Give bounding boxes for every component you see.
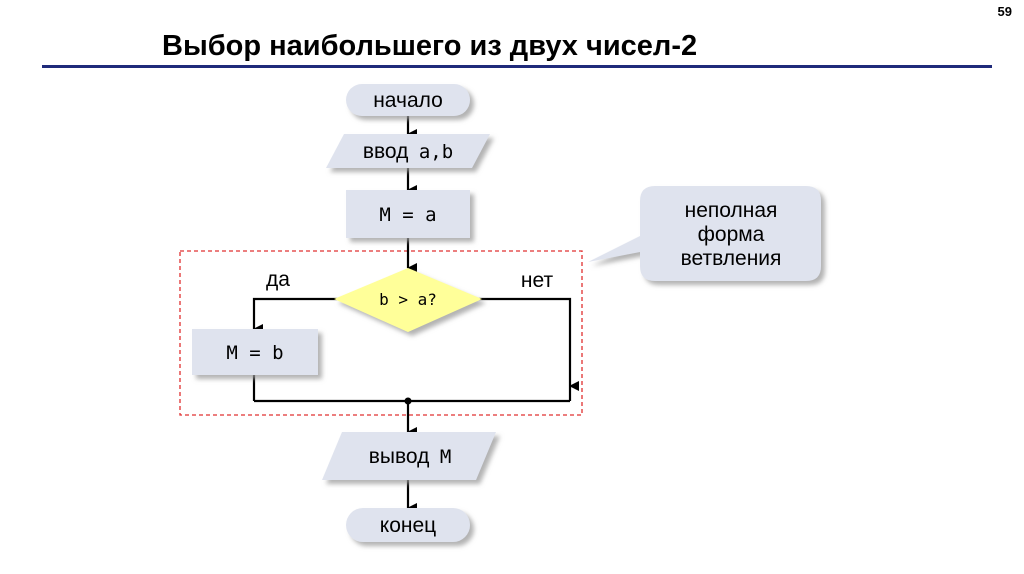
output-vars: M [440, 446, 451, 468]
slide-title: Выбор наибольшего из двух чисел-2 [162, 30, 698, 62]
assign-a-block [346, 190, 470, 238]
start-terminal [346, 84, 470, 116]
output-block [322, 432, 496, 480]
arrow-no-branch [478, 297, 579, 391]
input-block [326, 134, 490, 168]
page-number: 59 [997, 4, 1012, 19]
assign-b-block [192, 329, 318, 375]
condition-diamond [334, 268, 482, 332]
end-label: конец [380, 514, 436, 537]
assign-b-label: M = b [226, 342, 283, 364]
callout-line-1: неполная [685, 199, 778, 222]
condition-label: b > a? [379, 290, 437, 309]
start-label: начало [373, 89, 443, 112]
input-vars: a,b [419, 141, 453, 163]
output-word: вывод [369, 445, 430, 468]
assign-a-label: M = a [379, 204, 436, 226]
branch-frame [179, 250, 583, 416]
yes-label: да [266, 268, 290, 291]
no-label: нет [521, 269, 554, 292]
title-underline [42, 65, 992, 68]
callout-bubble [588, 186, 821, 281]
input-word: ввод [363, 140, 409, 163]
end-terminal [346, 508, 470, 542]
callout-line-2: форма [698, 223, 765, 246]
output-label: вывод M [369, 445, 452, 468]
callout-line-3: ветвления [681, 247, 782, 270]
arrow-yes-branch [252, 297, 340, 334]
input-label: ввод a,b [363, 140, 453, 163]
